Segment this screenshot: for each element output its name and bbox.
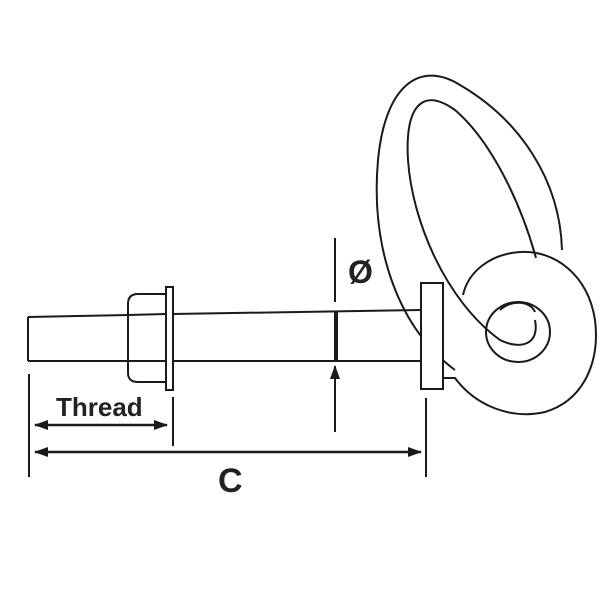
threaded-shaft bbox=[27, 314, 129, 362]
collar-flange bbox=[420, 282, 444, 390]
extension-lines bbox=[28, 374, 427, 477]
thread-label: Thread bbox=[56, 392, 143, 422]
nut-with-washer bbox=[127, 286, 174, 391]
length-label: C bbox=[218, 462, 243, 500]
eye-boss bbox=[444, 250, 597, 416]
diameter-dimension bbox=[330, 238, 340, 432]
swivel-ring bbox=[375, 74, 563, 371]
shank bbox=[172, 309, 422, 362]
diameter-label: Ø bbox=[348, 254, 373, 290]
